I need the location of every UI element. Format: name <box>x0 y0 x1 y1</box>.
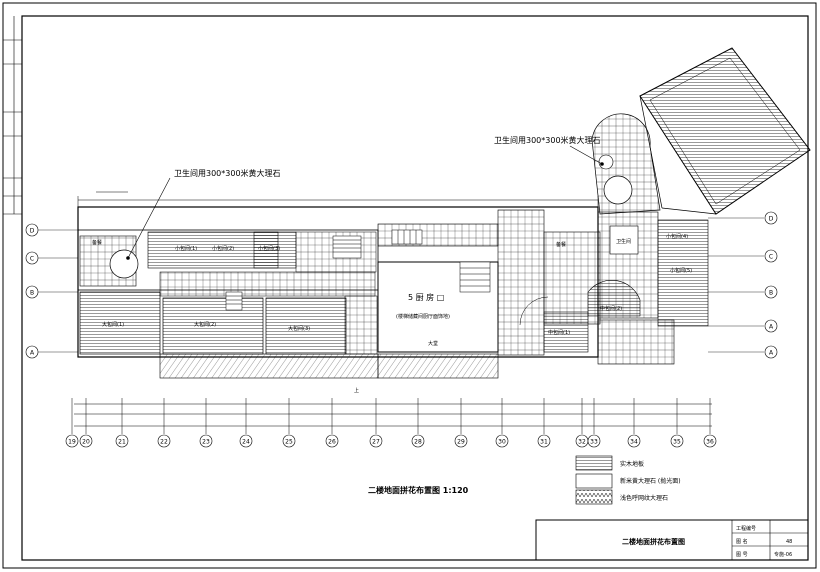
row-bubble <box>764 319 778 333</box>
row-bubble-label: D <box>30 228 35 235</box>
column-bubble: 28 <box>411 434 425 448</box>
column-bubble: 19 <box>65 434 79 448</box>
legend: 实木地板 新米黄大理石 (抛光面) 浅色呼网纹大理石 <box>575 455 681 505</box>
column-bubble-label: 19 <box>68 439 76 446</box>
row-bubble-label: D <box>769 216 774 223</box>
room-labels: 小包间(1) 小包间(2) 小包间(3) 大包间(1) 大包间(2) 大包间(3… <box>92 233 692 347</box>
note-leaders <box>126 145 604 260</box>
column-bubble: 22 <box>157 434 171 448</box>
column-bubble: 24 <box>239 434 253 448</box>
row-bubble <box>764 249 778 263</box>
column-bubble: 31 <box>537 434 551 448</box>
row-bubble-label: B <box>30 290 34 297</box>
hall-label: 5 厨 房 □ <box>408 292 444 302</box>
column-bubble-label: 22 <box>160 439 168 446</box>
room-label: 小包间(1) <box>175 245 197 252</box>
room-label: 备餐 <box>556 241 566 248</box>
column-bubble-label: 20 <box>82 439 90 446</box>
row-bubble-label: C <box>769 254 773 261</box>
title-block-key: 工程编号 <box>736 525 756 532</box>
room-label: 小包间(4) <box>666 233 688 240</box>
row-bubble-label: A <box>769 350 774 357</box>
column-bubble-label: 28 <box>414 439 422 446</box>
column-bubble-label: 27 <box>372 439 380 446</box>
title-block-key: 图 号 <box>736 552 748 558</box>
title-block <box>535 519 809 561</box>
column-grid-ticks <box>71 398 711 434</box>
legend-label: 新米黄大理石 (抛光面) <box>620 477 681 485</box>
row-bubble <box>25 345 39 359</box>
row-bubble-label: A <box>30 350 35 357</box>
hall-sub: (楼梯储藏间厨厅面饰地) <box>396 313 450 320</box>
title-block-key: 图 名 <box>736 538 748 545</box>
column-bubble: 32 <box>575 434 589 448</box>
row-bubble-label: C <box>30 256 34 263</box>
room-label: 大包间(1) <box>102 321 124 328</box>
stair-up-label: 上 <box>354 387 359 394</box>
central-hall <box>377 209 549 356</box>
room-label: 大包间(3) <box>288 325 310 332</box>
room-label: 大包间(2) <box>194 321 216 328</box>
room-label: 中包间(1) <box>548 329 570 336</box>
column-bubble: 33 <box>587 434 601 448</box>
column-bubble-label: 32 <box>578 439 586 446</box>
bottom-dimension-lines <box>74 403 712 427</box>
column-bubble: 35 <box>670 434 684 448</box>
column-bubble-label: 31 <box>540 439 548 446</box>
row-bubble <box>764 345 778 359</box>
drawing-title: 二楼地面拼花布置图 1:120 <box>368 485 469 495</box>
column-bubble: 29 <box>454 434 468 448</box>
column-grid-bubbles: 19 20 21 22 23 24 25 26 27 28 29 30 31 32 33 34 35 36 <box>65 434 717 448</box>
column-bubble: 20 <box>79 434 93 448</box>
column-bubble: 25 <box>282 434 296 448</box>
column-bubble: 23 <box>199 434 213 448</box>
right-wing <box>543 47 811 365</box>
column-bubble: 36 <box>703 434 717 448</box>
column-bubble: 34 <box>627 434 641 448</box>
row-bubble <box>764 285 778 299</box>
column-bubble-label: 34 <box>630 439 638 446</box>
row-bubble-label: A <box>769 324 774 331</box>
binding-strip <box>3 16 22 215</box>
room-label: 中包间(2) <box>600 305 622 312</box>
column-bubble-label: 29 <box>457 439 465 446</box>
top-dimension-line <box>77 191 599 210</box>
inner-frame <box>21 15 809 561</box>
column-bubble-label: 21 <box>118 439 126 446</box>
row-bubble <box>764 211 778 225</box>
column-bubble: 27 <box>369 434 383 448</box>
column-bubble-label: 36 <box>706 439 714 446</box>
column-bubble: 21 <box>115 434 129 448</box>
column-bubble: 26 <box>325 434 339 448</box>
row-bubble-label: B <box>769 290 773 297</box>
title-block-value: 48 <box>786 539 792 545</box>
row-bubble <box>25 223 39 237</box>
sheet-name: 二楼地面拼花布置图 <box>622 537 685 546</box>
column-bubble-label: 23 <box>202 439 210 446</box>
room-label: 小包间(5) <box>670 267 692 274</box>
room-label: 备餐 <box>92 239 102 246</box>
legend-label: 实木地板 <box>620 460 644 468</box>
room-label: 小包间(3) <box>258 245 280 252</box>
row-bubble <box>25 251 39 265</box>
row-bubble <box>25 285 39 299</box>
note-right: 卫生间用300*300米黄大理石 <box>494 135 601 145</box>
note-left: 卫生间用300*300米黄大理石 <box>174 168 281 178</box>
room-label: 大堂 <box>428 340 438 347</box>
room-label: 小包间(2) <box>212 245 234 252</box>
column-bubble-label: 26 <box>328 439 336 446</box>
column-bubble-label: 35 <box>673 439 681 446</box>
column-bubble-label: 25 <box>285 439 293 446</box>
column-bubble-label: 24 <box>242 439 250 446</box>
title-block-value: 专施-06 <box>774 551 792 558</box>
row-grid-bubbles: D C B A D C B A A <box>25 211 778 359</box>
room-label: 卫生间 <box>616 238 631 245</box>
column-bubble: 30 <box>495 434 509 448</box>
column-bubble-label: 30 <box>498 439 506 446</box>
legend-label: 浅色呼网纹大理石 <box>620 494 668 502</box>
column-bubble-label: 33 <box>590 439 598 446</box>
